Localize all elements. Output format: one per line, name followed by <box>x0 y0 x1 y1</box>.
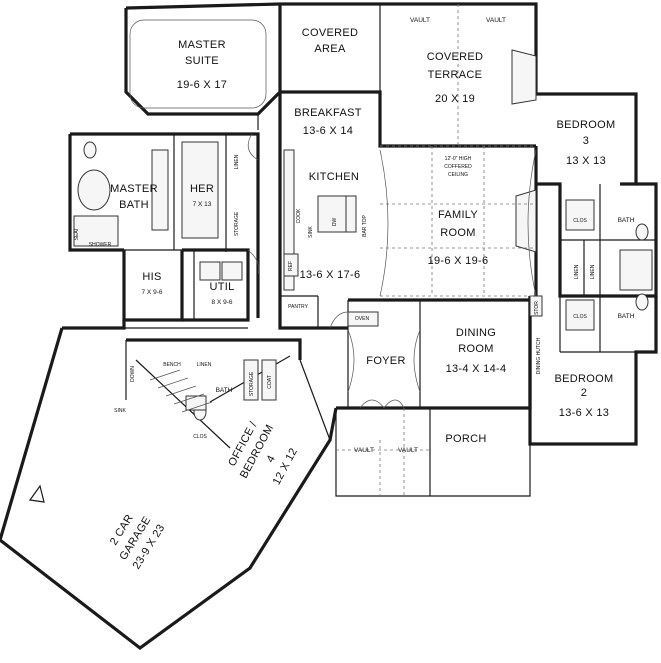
clos-label: CLOS <box>193 434 207 440</box>
his-closet-dims: 7 X 9-6 <box>142 289 163 296</box>
master-suite-name: SUITE <box>185 55 219 67</box>
kitchen-dims: 13-6 X 17-6 <box>300 269 361 281</box>
covered-area-name: AREA <box>314 43 346 55</box>
ceiling-lines <box>129 4 537 496</box>
family-room-dims: 19-6 X 19-6 <box>428 255 489 267</box>
covered-terrace-name: TERRACE <box>428 69 483 81</box>
dw-label: DW <box>332 218 338 227</box>
vault-label: VAULT <box>354 447 374 454</box>
covered-terrace-name: COVERED <box>427 51 484 63</box>
bedroom3-dims: 13 X 13 <box>566 155 606 167</box>
dining-room-name: DINING <box>456 327 496 339</box>
breakfast-dims: 13-6 X 14 <box>303 125 353 137</box>
master-bath-name: MASTER <box>110 183 158 195</box>
foyer-name: FOYER <box>366 355 405 367</box>
fixtures <box>28 133 653 503</box>
covered-terrace-dims: 20 X 19 <box>435 93 475 105</box>
dining-hutch-label: DINING HUTCH <box>536 337 542 374</box>
cook-label: COOK <box>296 208 302 223</box>
dining-room-dims: 13-4 X 14-4 <box>446 363 507 375</box>
porch-name: PORCH <box>445 433 486 445</box>
his-closet-name: HIS <box>142 271 161 283</box>
master-suite-name: MASTER <box>178 39 226 51</box>
clos-label: CLOS <box>573 218 587 224</box>
office-label: 12 X 12 <box>271 446 300 487</box>
ceiling-note: 12'-0" HIGH <box>445 156 472 162</box>
seat-label: SEAT <box>74 228 80 241</box>
her-closet-dims: 7 X 13 <box>193 201 212 208</box>
bedroom3-name: BEDROOM <box>557 119 616 131</box>
linen-label: LINEN <box>197 362 212 368</box>
ref-label: REF <box>288 261 294 271</box>
util-name: UTIL <box>209 281 234 293</box>
breakfast-name: BREAKFAST <box>294 107 362 119</box>
sink-label: SINK <box>114 408 126 414</box>
clos-label: CLOS <box>573 314 587 320</box>
sink-label: SINK <box>308 226 314 238</box>
bar-top-label: BAR TOP <box>362 214 368 236</box>
master-bath-name: BATH <box>119 199 149 211</box>
dining-room-name: ROOM <box>458 343 493 355</box>
vault-label: VAULT <box>410 17 430 24</box>
her-closet-name: HER <box>190 183 214 195</box>
shower-label: SHOWER <box>89 242 112 248</box>
oven-label: OVEN <box>355 316 370 322</box>
bath-small-name: BATH <box>216 387 233 394</box>
linen-label: LINEN <box>574 264 580 279</box>
linen-label: LINEN <box>234 154 240 169</box>
family-room-name: FAMILY <box>438 209 478 221</box>
office-label: 4 <box>264 453 278 464</box>
bench-label: BENCH <box>163 362 181 368</box>
covered-area-name: COVERED <box>302 27 359 39</box>
vault-label: VAULT <box>398 447 418 454</box>
bath-b3-name: BATH <box>618 217 635 224</box>
pantry-label: PANTRY <box>288 304 308 310</box>
coat-label: COAT <box>267 375 273 389</box>
stor-label: STOR <box>534 301 540 315</box>
vault-label: VAULT <box>486 17 506 24</box>
family-room-name: ROOM <box>440 227 475 239</box>
ceiling-note: COFFERED <box>444 164 472 170</box>
small-labels: VAULT VAULT VAULT VAULT LINEN STORAGE CO… <box>74 17 596 454</box>
master-suite-dims: 19-6 X 17 <box>177 79 227 91</box>
bedroom3-name: 3 <box>583 135 589 147</box>
down-label: DOWN <box>130 366 136 382</box>
bedroom2-dims: 13-6 X 13 <box>559 407 609 419</box>
util-dims: 8 X 9-6 <box>212 299 233 306</box>
bath-b2-name: BATH <box>618 313 635 320</box>
bedroom2-number: 2 <box>581 387 587 399</box>
bedroom2-name: BEDROOM <box>555 373 614 385</box>
kitchen-name: KITCHEN <box>309 171 359 183</box>
ceiling-note: CEILING <box>448 172 468 178</box>
storage-label: STORAGE <box>249 371 255 396</box>
walls <box>0 2 658 650</box>
storage-label: STORAGE <box>234 211 240 236</box>
linen-label: LINEN <box>590 264 596 279</box>
